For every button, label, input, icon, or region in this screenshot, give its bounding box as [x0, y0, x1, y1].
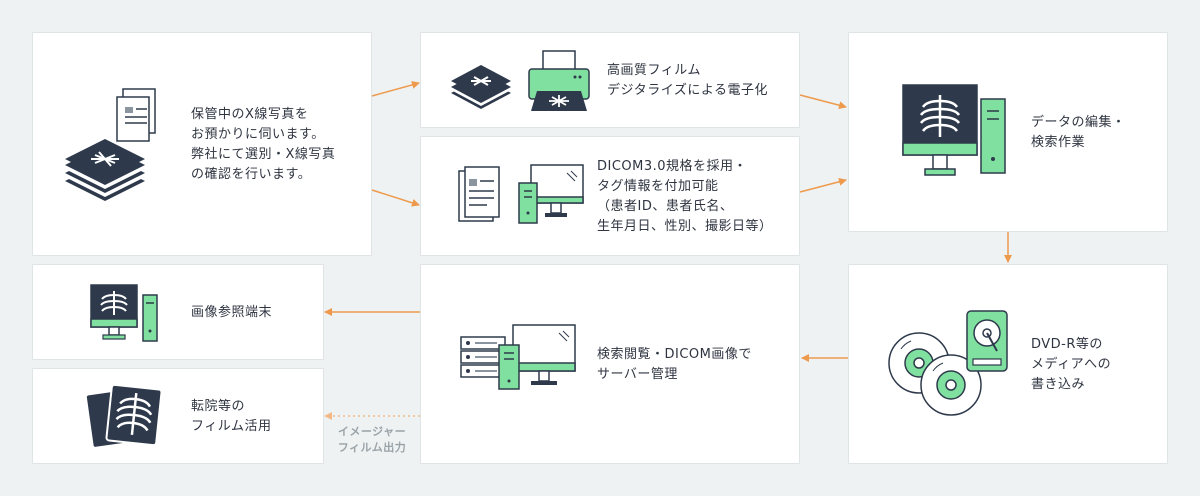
- node-digitize-text: 高画質フィルム デジタライズによる電子化: [607, 63, 768, 98]
- node-digitize: 高画質フィルム デジタライズによる電子化: [420, 32, 800, 128]
- node-transfer-text: 転院等の フィルム活用: [191, 399, 272, 434]
- node-dicom-tag-text: DICOM3.0規格を採用・ タグ情報を付加可能 （患者ID、患者氏名、 生年月…: [597, 159, 773, 234]
- xray-film-icon: [85, 383, 163, 449]
- node-browse: 検索閲覧・DICOM画像で サーバー管理: [420, 264, 800, 464]
- monitor-icon: [518, 164, 584, 224]
- arrow-storage-to-dicom: [371, 189, 420, 207]
- hard-drive-icon: [966, 310, 1008, 372]
- node-terminal-text: 画像参照端末: [191, 305, 273, 320]
- node-edit: データの編集・ 検索作業: [848, 32, 1168, 232]
- server-icon: [460, 324, 576, 390]
- film-output-label: イメージャー フィルム出力: [337, 425, 407, 454]
- film-stack-icon: [451, 65, 511, 109]
- arrow-storage-to-digitize: [371, 81, 420, 97]
- node-storage-text: 保管中のX線写真を お預かりに伺います。 弊社にて選別・X線写真 の確認を行いま…: [191, 107, 336, 182]
- node-transfer: 転院等の フィルム活用: [32, 368, 324, 464]
- film-stack-icon: [65, 88, 156, 201]
- node-browse-text: 検索閲覧・DICOM画像で サーバー管理: [597, 347, 752, 382]
- arrow-digitize-to-edit: [799, 94, 847, 110]
- arrow-dicom-to-edit: [799, 177, 847, 193]
- document-icon: [458, 166, 500, 222]
- disc-icon: [888, 332, 982, 416]
- monitor-icon: [902, 84, 1006, 176]
- node-edit-text: データの編集・ 検索作業: [1031, 115, 1126, 150]
- node-dvd: DVD-R等の メディアへの 書き込み: [848, 264, 1168, 464]
- node-dvd-text: DVD-R等の メディアへの 書き込み: [1031, 337, 1112, 392]
- monitor-icon: [90, 284, 158, 342]
- node-storage: 保管中のX線写真を お預かりに伺います。 弊社にて選別・X線写真 の確認を行いま…: [32, 32, 372, 256]
- node-dicom-tag: DICOM3.0規格を採用・ タグ情報を付加可能 （患者ID、患者氏名、 生年月…: [420, 136, 800, 256]
- node-terminal: 画像参照端末: [32, 264, 324, 360]
- printer-icon: [528, 50, 590, 111]
